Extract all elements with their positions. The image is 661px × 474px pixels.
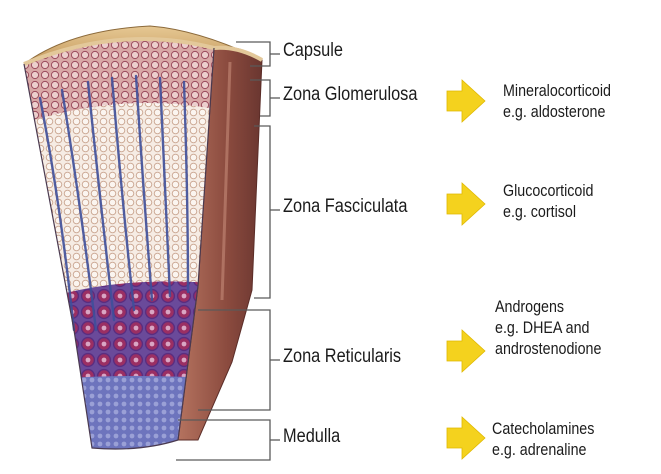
label-medulla: Medulla <box>283 426 340 448</box>
arrow-icon-glomerulosa <box>447 80 485 122</box>
hormone-class: Catecholamines <box>492 418 594 439</box>
label-zona-fasciculata: Zona Fasciculata <box>283 196 407 218</box>
hormone-class: Glucocorticoid <box>503 180 593 201</box>
hormone-example: e.g. adrenaline <box>492 439 594 460</box>
hormone-fasciculata: Glucocorticoid e.g. cortisol <box>503 180 593 222</box>
label-zona-reticularis: Zona Reticularis <box>283 346 401 368</box>
arrow-icon-fasciculata <box>447 183 485 225</box>
hormone-example: e.g. aldosterone <box>503 101 611 122</box>
hormone-example-line-1: e.g. DHEA and <box>495 317 601 338</box>
hormone-glomerulosa: Mineralocorticoid e.g. aldosterone <box>503 80 611 122</box>
label-zona-glomerulosa: Zona Glomerulosa <box>283 84 417 106</box>
hormone-class: Androgens <box>495 296 601 317</box>
hormone-class: Mineralocorticoid <box>503 80 611 101</box>
hormone-medulla: Catecholamines e.g. adrenaline <box>492 418 594 460</box>
hormone-example-line-2: androstenodione <box>495 338 601 359</box>
hormone-reticularis: Androgens e.g. DHEA and androstenodione <box>495 296 601 359</box>
arrow-icon-medulla <box>447 417 485 459</box>
arrow-icon-reticularis <box>447 330 485 372</box>
hormone-example: e.g. cortisol <box>503 201 593 222</box>
label-capsule: Capsule <box>283 40 343 62</box>
